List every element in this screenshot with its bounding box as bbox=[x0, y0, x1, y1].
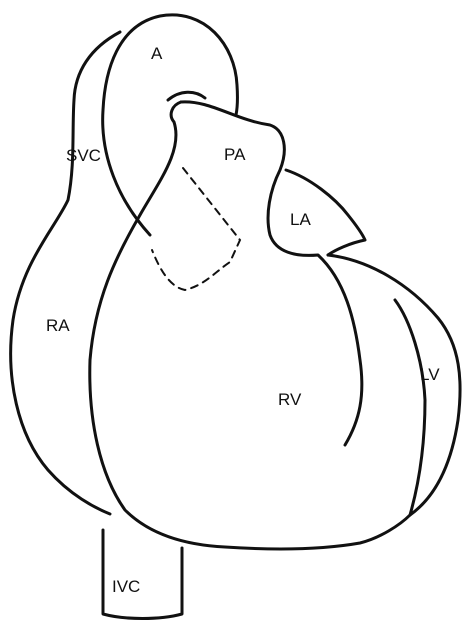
pulmonary-artery-outline bbox=[181, 102, 362, 445]
label-a: A bbox=[151, 44, 163, 63]
aorta-inner-outline bbox=[168, 92, 205, 100]
label-svc: SVC bbox=[66, 146, 101, 165]
label-la: LA bbox=[290, 210, 311, 229]
right-ventricle-outline bbox=[90, 102, 410, 549]
aorta-outline bbox=[103, 15, 238, 235]
label-ra: RA bbox=[46, 316, 70, 335]
ivc-outline bbox=[103, 530, 182, 619]
dashed-hidden-border bbox=[152, 168, 240, 290]
left-ventricle-outline bbox=[328, 255, 460, 515]
label-rv: RV bbox=[278, 390, 302, 409]
label-lv: LV bbox=[420, 365, 440, 384]
label-pa: PA bbox=[224, 145, 246, 164]
label-ivc: IVC bbox=[112, 577, 140, 596]
